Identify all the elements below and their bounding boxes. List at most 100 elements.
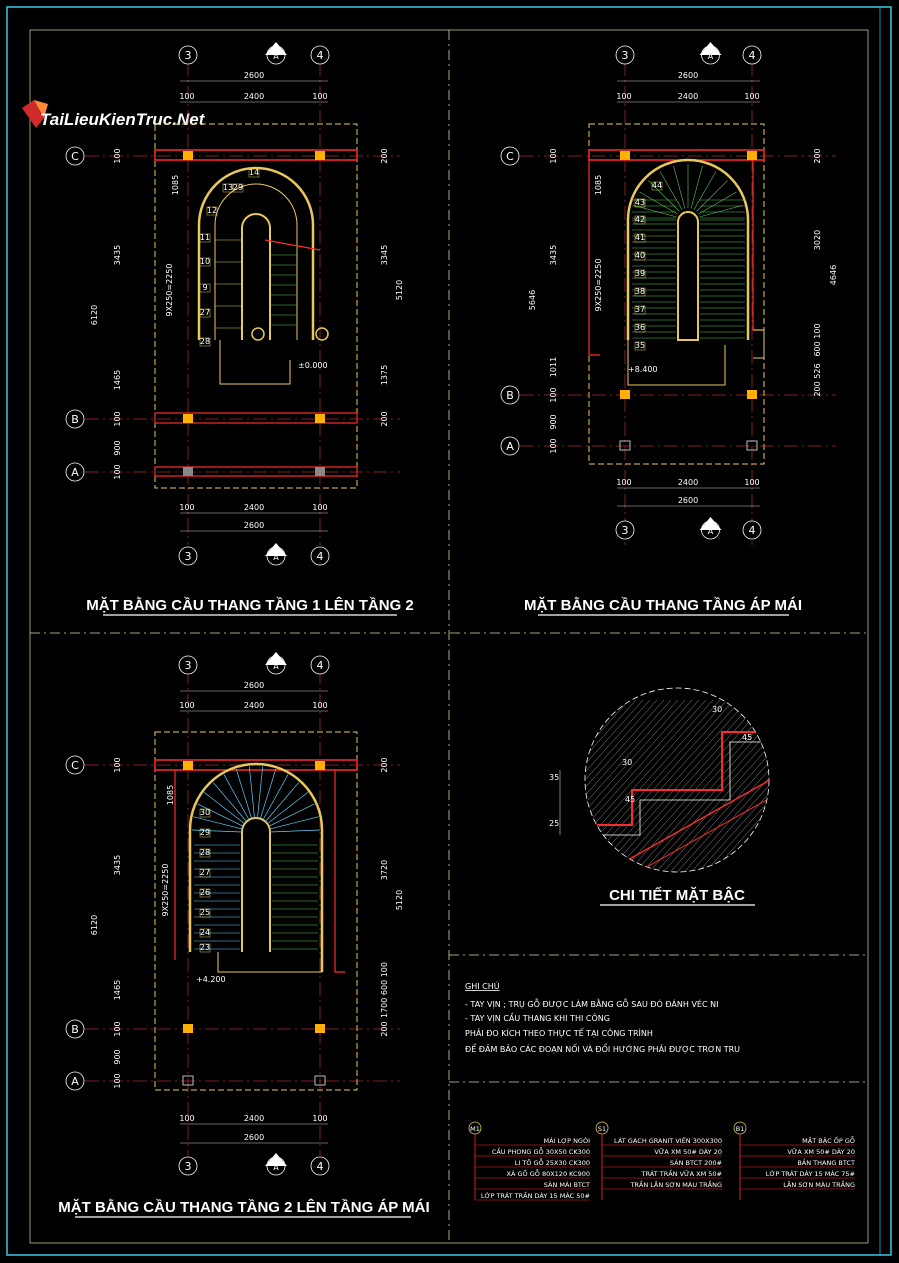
plan-title: MẶT BẰNG CẦU THANG TẦNG 1 LÊN TẦNG 2 xyxy=(86,596,414,614)
newel-post xyxy=(315,327,329,341)
dimension-text: 1465 xyxy=(113,980,122,1000)
dimension-text: 1085 xyxy=(171,175,180,195)
dimension-text: 9X250=2250 xyxy=(165,264,174,317)
wall-top xyxy=(154,149,358,161)
grid-bubble: A xyxy=(65,1071,85,1091)
column xyxy=(183,761,193,770)
dimension-text: 2400 xyxy=(678,92,698,101)
grid-bubble: 4 xyxy=(310,45,330,65)
column xyxy=(620,151,630,160)
step-number: 13 xyxy=(222,183,234,193)
step-label: 35 xyxy=(635,341,645,350)
legend-item: VỮA XM 50# DÀY 20 xyxy=(654,1147,722,1156)
legend-item: LÁT GẠCH GRANIT VIÊN 300X300 xyxy=(614,1136,722,1145)
dimension-text: 200 xyxy=(813,148,822,163)
dimension-text: 6120 xyxy=(90,305,99,325)
grid-bubble-label: C xyxy=(71,759,79,772)
dimension-text: 100 xyxy=(113,464,122,479)
dimension-text: 2600 xyxy=(678,71,698,80)
plan-title: MẶT BẰNG CẦU THANG TẦNG ÁP MÁI xyxy=(524,596,802,614)
dimension-text: 3020 xyxy=(813,230,822,250)
grid-bubble: B xyxy=(65,1019,85,1039)
step-number: 42 xyxy=(634,215,646,225)
grid-bubble-label: 3 xyxy=(622,49,629,62)
grid-bubble-label: 3 xyxy=(622,524,629,537)
grid-bubble-label: 4 xyxy=(749,49,756,62)
dimension-text: 100 xyxy=(179,1114,194,1123)
section-mark: A xyxy=(265,543,287,566)
grid-bubble-label: 3 xyxy=(185,550,192,563)
grid-bubble-label: A xyxy=(71,466,79,479)
section-mark: A xyxy=(265,42,287,65)
detail-label: 45 xyxy=(742,733,752,742)
column xyxy=(183,414,193,423)
step-number: 12 xyxy=(206,206,218,216)
note-line: PHẢI ĐO KÍCH THEO THỰC TẾ TẠI CÔNG TRÌNH xyxy=(465,1027,653,1039)
stair-well xyxy=(677,211,699,341)
step-label: 44 xyxy=(652,181,662,190)
column xyxy=(315,761,325,770)
step-label: 11 xyxy=(200,233,210,242)
note-line: - TAY VỊN ; TRỤ GỖ ĐƯỢC LÀM BẰNG GỖ SAU … xyxy=(465,997,718,1010)
step-label: 29 xyxy=(233,183,243,192)
step-label: 42 xyxy=(635,215,645,224)
dimension-text: 900 xyxy=(549,414,558,429)
dimension-text: 3345 xyxy=(380,245,389,265)
landing xyxy=(217,952,322,973)
stair-well xyxy=(241,213,271,340)
wall-top xyxy=(588,149,765,161)
step-label: 29 xyxy=(200,828,210,837)
detail-label: 45 xyxy=(625,795,635,804)
grid-bubble-label: C xyxy=(71,150,79,163)
grid-bubble: 3 xyxy=(615,45,635,65)
step-label: 43 xyxy=(635,198,645,207)
dimension-text: 1085 xyxy=(166,785,175,805)
grid-bubble-label: B xyxy=(71,413,79,426)
dimension-text: 100 xyxy=(616,478,631,487)
level-mark: +8.400 xyxy=(628,365,658,374)
step-label: 25 xyxy=(200,908,210,917)
dimension-text: 100 xyxy=(312,1114,327,1123)
break-line xyxy=(264,239,321,251)
column xyxy=(315,414,325,423)
column xyxy=(315,1024,325,1033)
step-label: 10 xyxy=(200,257,210,266)
dimension-text: 1085 xyxy=(594,175,603,195)
stair-outer-wall xyxy=(626,158,750,340)
grid-bubble-label: A xyxy=(71,1075,79,1088)
step-number: 9 xyxy=(199,283,211,293)
grid-bubble: 4 xyxy=(742,45,762,65)
section-mark-label: A xyxy=(273,52,279,61)
legend-tag: S1 xyxy=(598,1125,606,1133)
dimension-text: 2600 xyxy=(678,496,698,505)
outer-frame xyxy=(6,6,892,1256)
dimension-text: 2400 xyxy=(678,478,698,487)
step-label: 26 xyxy=(200,888,210,897)
dimension-text: 5120 xyxy=(395,280,404,300)
dimension-text: 200 xyxy=(380,411,389,426)
dimension-text: 100 xyxy=(549,148,558,163)
landing xyxy=(627,340,726,386)
step-number: 40 xyxy=(634,251,646,261)
step-number: 29 xyxy=(199,828,211,838)
legend-item: MÁI LỢP NGÓI xyxy=(543,1136,590,1145)
dimension-text: 900 xyxy=(113,440,122,455)
legend-item: SÀN MÁI BTCT xyxy=(544,1180,590,1189)
section-mark: A xyxy=(699,517,722,540)
grid-bubble-label: 4 xyxy=(317,659,324,672)
stair-slab-bottom xyxy=(619,797,769,872)
dimension-text: 100 xyxy=(179,503,194,512)
column xyxy=(314,1075,326,1086)
step-number: 35 xyxy=(634,341,646,351)
stair-treads xyxy=(191,766,321,950)
stair-well xyxy=(241,817,271,952)
dimension-lines xyxy=(180,690,328,1144)
dimension-lines xyxy=(180,80,328,532)
legend-item: TRÁT TRẦN VỮA XM 50# xyxy=(641,1168,722,1178)
dimension-text: 4646 xyxy=(829,265,838,285)
step-label: 38 xyxy=(635,287,645,296)
dimension-text: 100 xyxy=(616,92,631,101)
